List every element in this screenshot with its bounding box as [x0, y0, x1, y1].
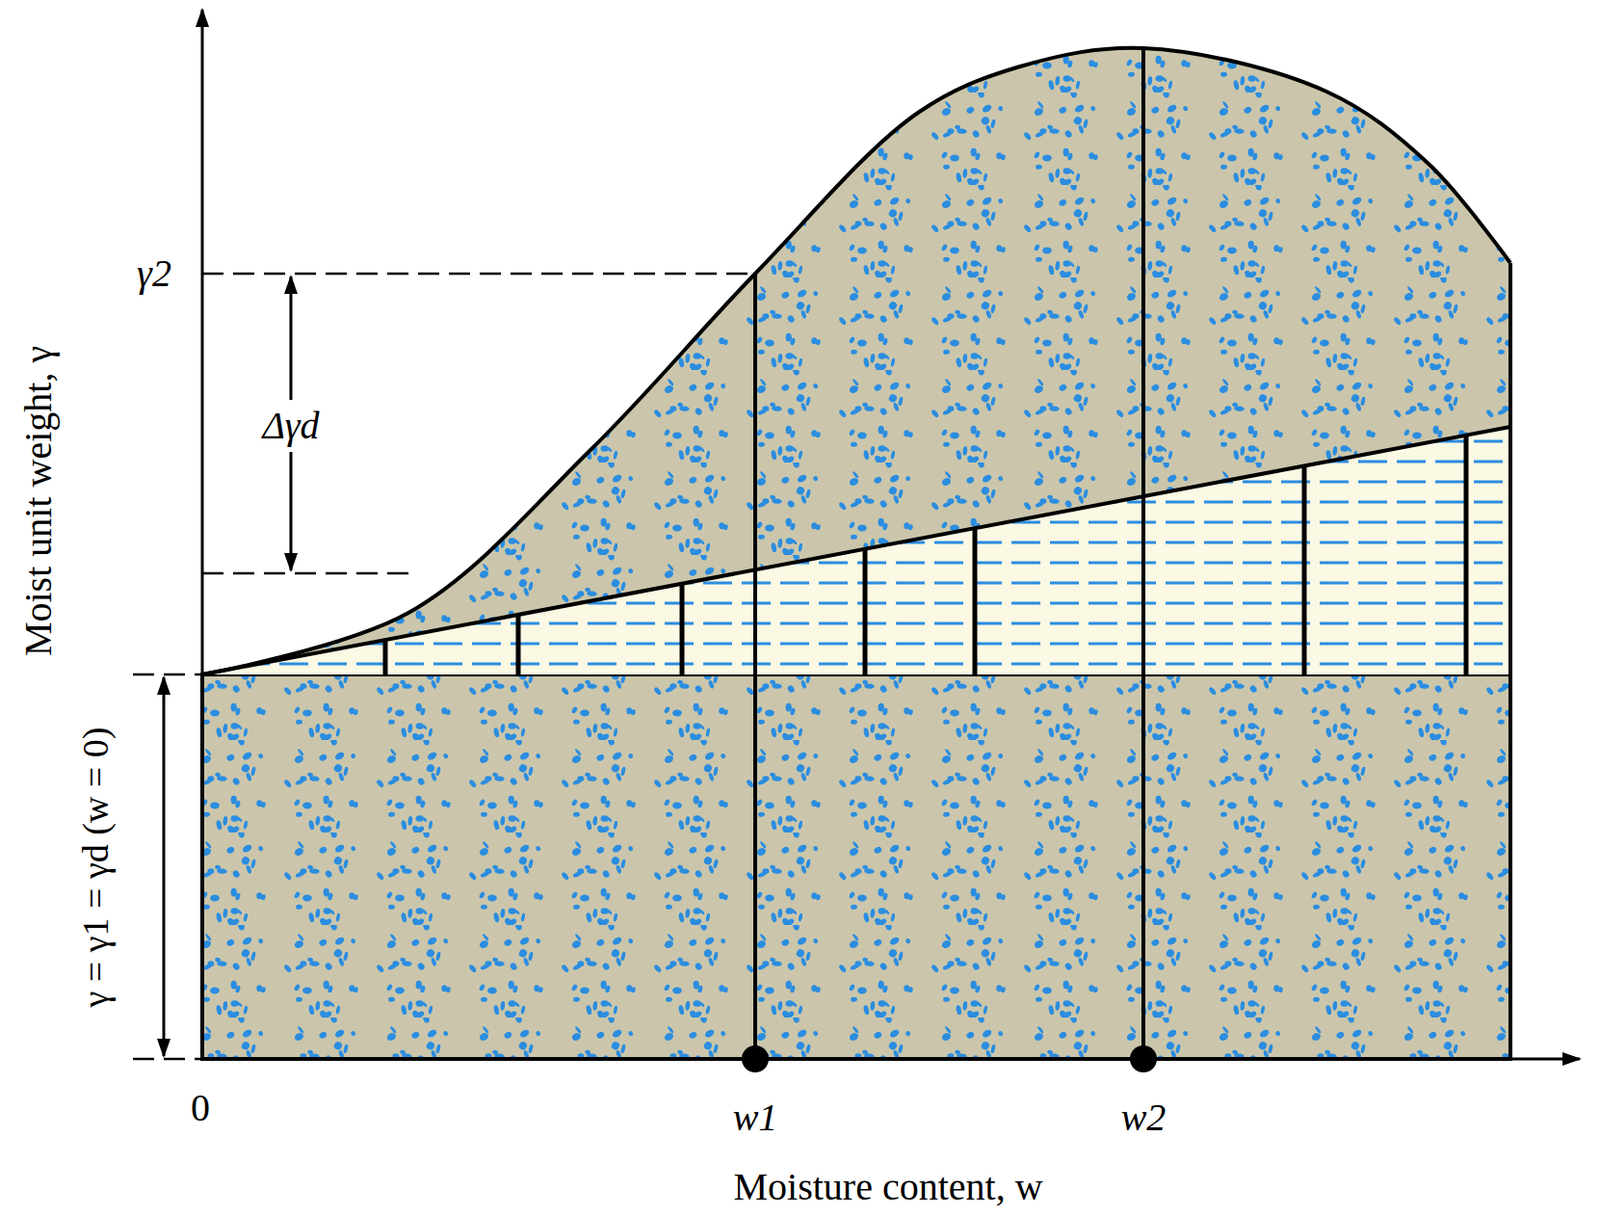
water-dash [202, 521, 1511, 525]
guide-lines [132, 273, 756, 1059]
right-edge [1508, 262, 1513, 1059]
water-dash [202, 561, 1511, 565]
dry-weight-arrow [162, 677, 166, 1056]
dry-soil-block [202, 674, 1511, 1059]
axis-label: γ2 [136, 253, 172, 294]
water-dash [202, 500, 1511, 504]
guide-line [132, 1057, 203, 1061]
water-dash [202, 642, 1511, 646]
water-dash [202, 541, 1511, 545]
w2-vertical [1141, 48, 1146, 1059]
water-dash [202, 480, 1511, 484]
axis-title: Moist unit weight, γ [18, 345, 59, 656]
guide-line [132, 673, 203, 677]
axis-title: γ = γ1 = γd (w = 0) [77, 727, 116, 1008]
x-axis [202, 1057, 1580, 1061]
axis-dot [741, 1045, 769, 1073]
axis-label: 0 [190, 1087, 210, 1128]
water-dash [202, 662, 1511, 666]
water-bar [383, 639, 389, 675]
axis-dot [1129, 1045, 1157, 1073]
water-bar [1302, 465, 1308, 675]
water-dash [202, 622, 1511, 626]
water-bar [972, 527, 978, 675]
axis-label: w2 [1121, 1097, 1167, 1138]
water-bar [516, 614, 522, 675]
guide-line [202, 272, 756, 276]
water-bar [863, 549, 868, 675]
axis-label: Δγd [258, 399, 323, 452]
water-region [202, 426, 1511, 675]
guide-line [202, 572, 414, 576]
axis-dots [741, 1045, 1157, 1073]
water-dash [202, 581, 1511, 585]
y-axis [201, 9, 205, 1059]
water-dash [202, 602, 1511, 605]
water-line [202, 426, 1511, 675]
added-soil-region [202, 48, 1511, 675]
water-bar [1464, 435, 1469, 675]
compaction-curve [202, 48, 1511, 675]
w1-vertical [753, 273, 758, 1059]
water-dash [202, 440, 1511, 444]
water-bar [680, 583, 685, 675]
axis-label: w1 [733, 1097, 779, 1138]
axis-label: Moisture content, w [733, 1166, 1043, 1207]
water-bars [385, 435, 1467, 675]
